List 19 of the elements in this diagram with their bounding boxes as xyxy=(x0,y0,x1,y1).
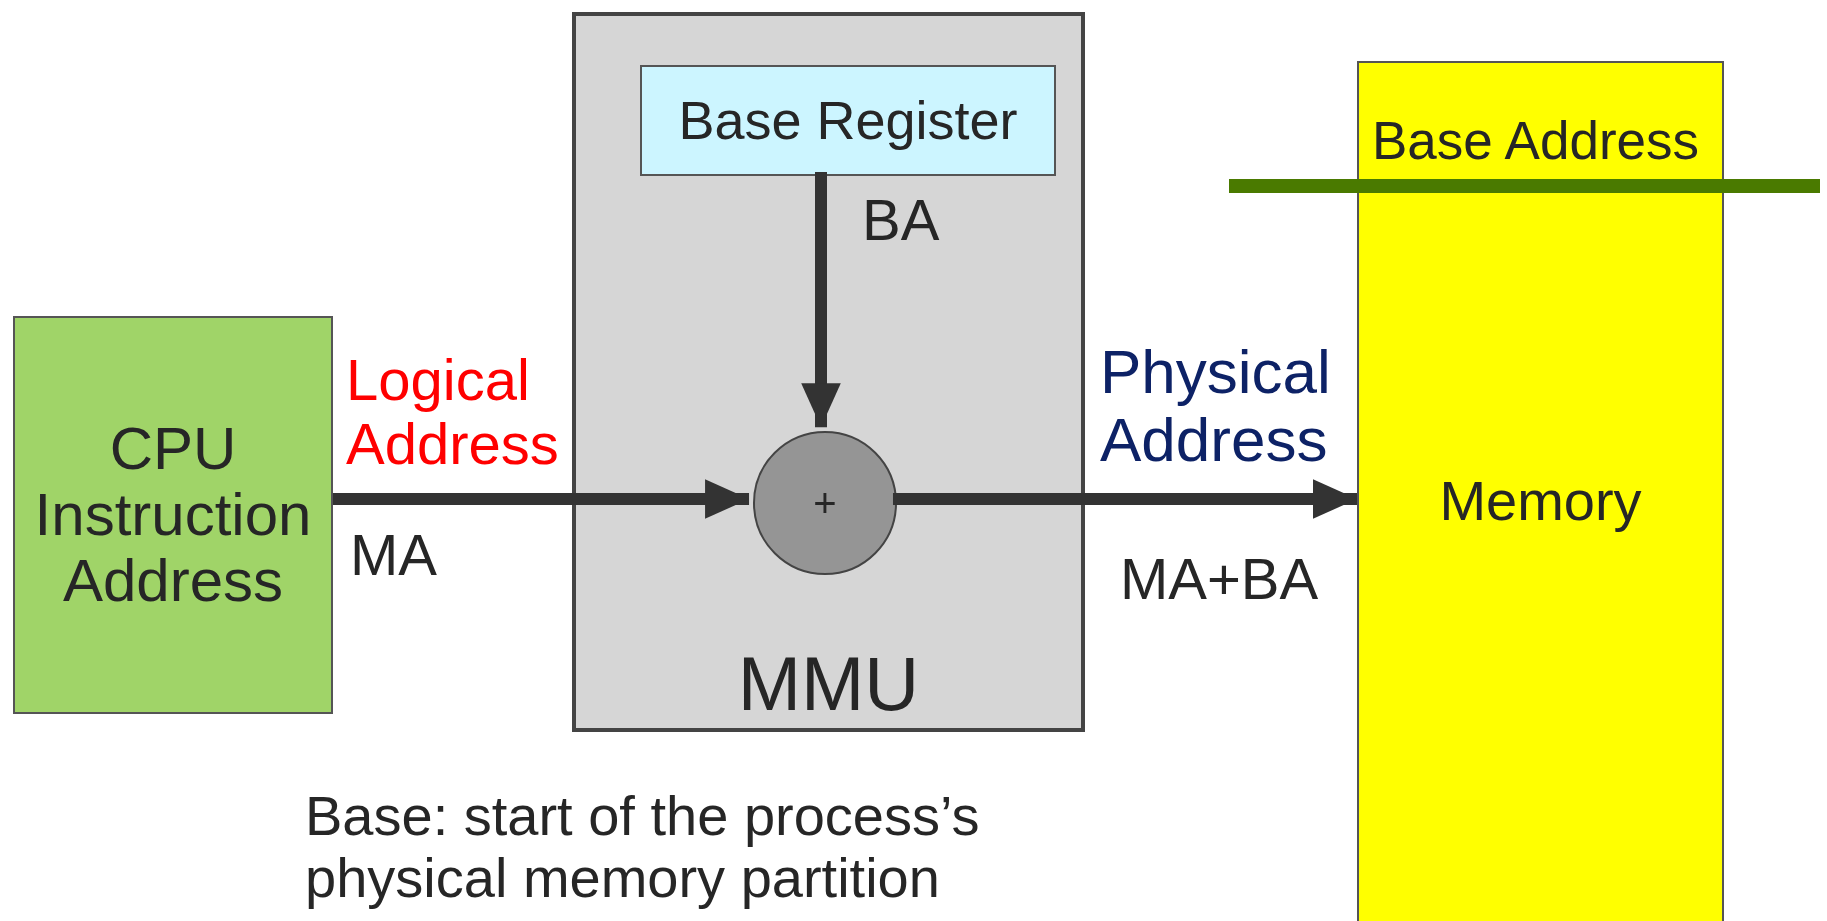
arrow xyxy=(333,479,750,519)
edge-label: Physical Address xyxy=(1100,338,1332,475)
memory-bar xyxy=(1357,61,1724,921)
node-label: Base Register xyxy=(678,90,1018,151)
signal-label: MA+BA xyxy=(1120,547,1319,611)
edge-label: Logical Address xyxy=(346,348,560,476)
mmu-box xyxy=(572,12,1085,732)
node-label: + xyxy=(813,481,837,525)
note-text: Base: start of the process’s physical memory partition xyxy=(305,785,981,909)
arrow xyxy=(893,479,1357,519)
arrow xyxy=(801,172,841,428)
marker-label: Base Address xyxy=(1372,112,1700,171)
node-label: MMU xyxy=(736,642,921,726)
register-box xyxy=(640,65,1056,176)
signal-label: MA xyxy=(350,523,437,587)
cpu-box xyxy=(13,316,333,714)
node-label: CPU Instruction Address xyxy=(33,416,313,614)
node-label: Memory xyxy=(1438,470,1643,532)
edge-label: BA xyxy=(862,188,940,252)
